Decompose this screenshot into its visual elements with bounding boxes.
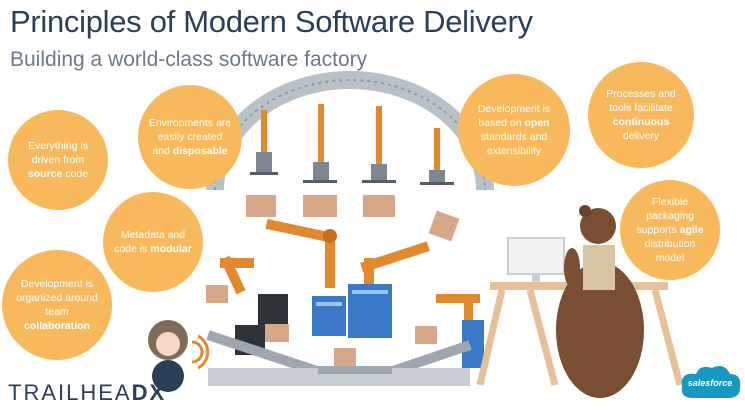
bubble-continuous-text-end: delivery: [622, 130, 660, 143]
desk-legs: [476, 289, 684, 386]
hanging-arm-4: [420, 128, 454, 185]
robot-arm-center-right: [360, 210, 460, 288]
conveyor-base: [208, 368, 470, 386]
bubble-continuous-bold: continuous: [612, 116, 670, 128]
bubble-agile-text-end: distribution model: [644, 238, 696, 265]
bubble-modular-bold: modular: [150, 243, 192, 255]
box-3: [415, 326, 437, 344]
hanging-arm-3: [362, 106, 396, 217]
bubble-source-code-text: Everything is driven from: [27, 139, 89, 166]
hanging-arm-2: [303, 104, 337, 217]
bubble-source-code: Everything is driven from source code: [8, 110, 108, 210]
bubble-source-code-text-end: code: [65, 168, 89, 181]
bubble-modular-text: Metadata and code is: [114, 228, 186, 255]
salesforce-cloud: [681, 366, 741, 398]
bubble-collaboration-text: Development is organized around team: [16, 277, 98, 318]
bubble-collaboration: Development is organized around team col…: [2, 250, 112, 360]
bubble-open-standards: Development is based on open standards a…: [458, 74, 570, 186]
box-1: [265, 324, 289, 342]
robot-arm-center-left: [265, 219, 337, 288]
box-2: [334, 348, 356, 366]
bubble-agile-text: Flexible packaging supports: [636, 195, 694, 236]
conveyor-right: [388, 340, 472, 377]
trailheadx-logo-prefix: TRAILHEA: [8, 380, 132, 405]
bear-character: [556, 205, 644, 398]
robot-arm-left: [206, 255, 254, 303]
trailheadx-logo-suffix: DX: [131, 380, 167, 405]
machine-blue-3: [462, 320, 484, 368]
mascot-character: [148, 320, 210, 392]
bubble-disposable-bold: disposable: [172, 145, 228, 158]
bubble-open-bold: open: [524, 116, 550, 129]
page-title: Principles of Modern Software Delivery: [10, 4, 533, 39]
bubble-modular: Metadata and code is modular: [103, 192, 203, 292]
bubble-agile: Flexible packaging supports agile distri…: [620, 180, 720, 280]
bubble-continuous: Processes and tools facilitate continuou…: [588, 62, 694, 168]
bubble-continuous-text: Processes and tools facilitate: [606, 87, 676, 114]
bubble-open-text: Development is based on: [477, 102, 551, 129]
page-subtitle: Building a world-class software factory: [10, 48, 368, 71]
bubble-collaboration-bold: collaboration: [24, 320, 90, 333]
monitor: [507, 237, 565, 275]
bubble-disposable: Environments are easily created and disp…: [138, 85, 242, 189]
robot-arm-right: [436, 294, 480, 324]
trailheadx-logo: TRAILHEADX: [8, 380, 166, 406]
bubble-agile-bold: agile: [679, 223, 704, 236]
conveyor-left: [206, 330, 322, 377]
bubble-disposable-text: Environments are easily created and: [148, 116, 232, 158]
salesforce-logo-text: salesforce: [687, 378, 733, 388]
hanging-arm-1: [246, 110, 278, 217]
bubble-open-text-end: standards and extensibility: [480, 131, 548, 158]
bubble-source-code-bold: source: [27, 168, 63, 181]
